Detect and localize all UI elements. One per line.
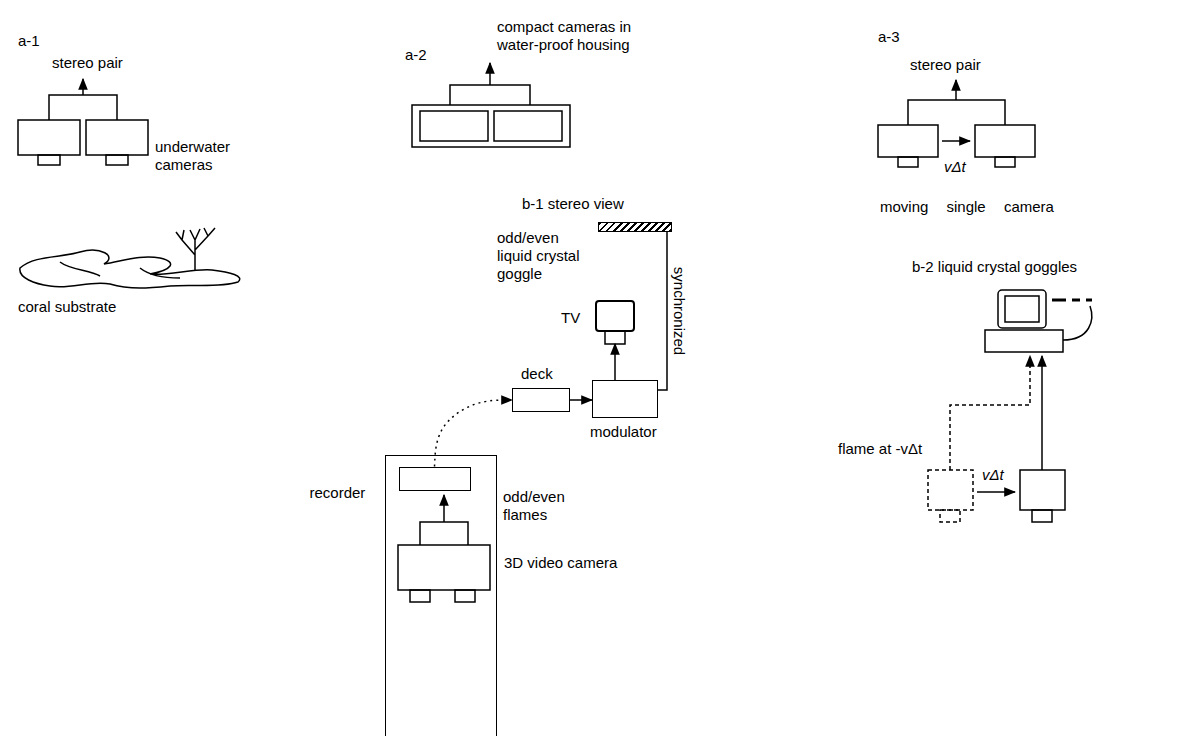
video-deck: deck bbox=[512, 388, 570, 412]
goggle-cable bbox=[1063, 306, 1092, 340]
video-camera-body bbox=[398, 545, 490, 602]
bracket-arrow bbox=[82, 79, 84, 95]
underwater-camera bbox=[18, 120, 148, 165]
annotation-label: stereo pair bbox=[910, 56, 1010, 74]
connector bbox=[658, 232, 667, 390]
annotation-label: odd/even flames bbox=[503, 488, 578, 524]
stereo-bracket bbox=[908, 100, 1005, 125]
camera-current-frame bbox=[1020, 470, 1065, 522]
node-label: TV bbox=[561, 309, 591, 327]
annotation-label: flame at -vΔt bbox=[838, 440, 948, 458]
annotation-label: a-1 bbox=[18, 32, 40, 50]
annotation-label: a-3 bbox=[878, 28, 900, 46]
stereo-bracket bbox=[450, 85, 530, 105]
node-label: odd/even liquid crystal goggle bbox=[497, 229, 595, 283]
coral-substrate bbox=[20, 250, 240, 288]
waterproof-housing bbox=[412, 105, 570, 147]
node-label: 3D video camera bbox=[504, 554, 634, 572]
camera-previous-frame bbox=[928, 356, 1030, 522]
connector bbox=[614, 344, 616, 380]
tv-stand bbox=[605, 332, 625, 344]
bracket-arrow bbox=[443, 495, 445, 522]
annotation-label: vΔt bbox=[944, 158, 966, 176]
annotation-label: b-2 liquid crystal goggles bbox=[912, 258, 1132, 276]
bracket-arrow bbox=[489, 63, 491, 85]
liquid-crystal-goggle: odd/even liquid crystal goggle bbox=[598, 222, 672, 232]
computer-monitor bbox=[985, 290, 1063, 352]
recorder-box: recorder bbox=[399, 467, 471, 491]
coral-branch bbox=[176, 228, 215, 270]
connector bbox=[435, 400, 513, 467]
annotation-label: stereo pair bbox=[52, 54, 152, 72]
upload-arrow bbox=[1041, 356, 1043, 470]
bracket-arrow bbox=[955, 80, 957, 100]
stereo-bracket bbox=[420, 522, 468, 545]
camera-housing: recorder3D video camera bbox=[385, 455, 497, 736]
node-label: recorder bbox=[310, 484, 390, 502]
motion-arrow bbox=[942, 140, 970, 142]
connector bbox=[570, 399, 592, 401]
motion-arrow bbox=[977, 491, 1015, 493]
node-label: deck bbox=[521, 365, 581, 383]
stereo-bracket bbox=[49, 95, 117, 120]
annotation-label: moving single camera bbox=[880, 198, 1080, 216]
annotation-label: compact cameras in water-proof housing bbox=[497, 18, 665, 54]
annotation-label: coral substrate bbox=[18, 298, 158, 316]
modulator-box: modulator bbox=[592, 380, 658, 418]
annotation-label: underwater cameras bbox=[155, 138, 245, 174]
goggle-icon bbox=[1052, 299, 1092, 302]
annotation-label: vΔt bbox=[982, 466, 1004, 484]
connector-label: synchronized bbox=[670, 265, 688, 357]
node-label: modulator bbox=[590, 423, 680, 441]
annotation-label: b-1 stereo view bbox=[522, 195, 682, 213]
tv-set: TV bbox=[595, 300, 635, 332]
annotation-label: a-2 bbox=[405, 46, 427, 64]
